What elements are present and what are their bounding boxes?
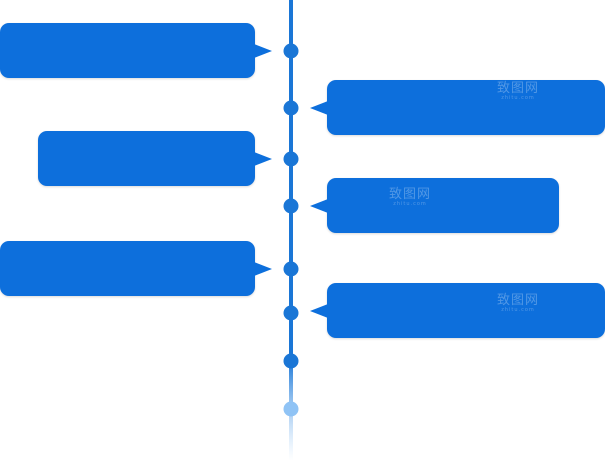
timeline-node: [283, 305, 299, 321]
timeline-axis: [289, 0, 293, 461]
card-1: [0, 23, 255, 78]
watermark-sub: zhitu.com: [501, 95, 535, 101]
watermark-main: 致图网: [497, 81, 540, 96]
timeline-node: [283, 353, 299, 369]
card-2: 致图网 zhitu.com: [327, 80, 605, 135]
timeline-node: [283, 261, 299, 277]
timeline-node: [283, 43, 299, 59]
watermark-main: 致图网: [497, 293, 540, 308]
timeline-node: [283, 100, 299, 116]
watermark-main: 致图网: [389, 187, 432, 202]
watermark-sub: zhitu.com: [393, 201, 427, 207]
watermark: 致图网 zhitu.com: [497, 294, 539, 313]
timeline-nodes: [283, 43, 299, 417]
watermark: 致图网 zhitu.com: [497, 82, 539, 101]
timeline-node: [283, 401, 299, 417]
watermark-sub: zhitu.com: [501, 307, 535, 313]
card-5: [0, 241, 255, 296]
card-4: 致图网 zhitu.com: [327, 178, 559, 233]
watermark: 致图网 zhitu.com: [389, 188, 431, 207]
timeline-node: [283, 151, 299, 167]
card-3: [38, 131, 255, 186]
card-6: 致图网 zhitu.com: [327, 283, 605, 338]
timeline-node: [283, 198, 299, 214]
